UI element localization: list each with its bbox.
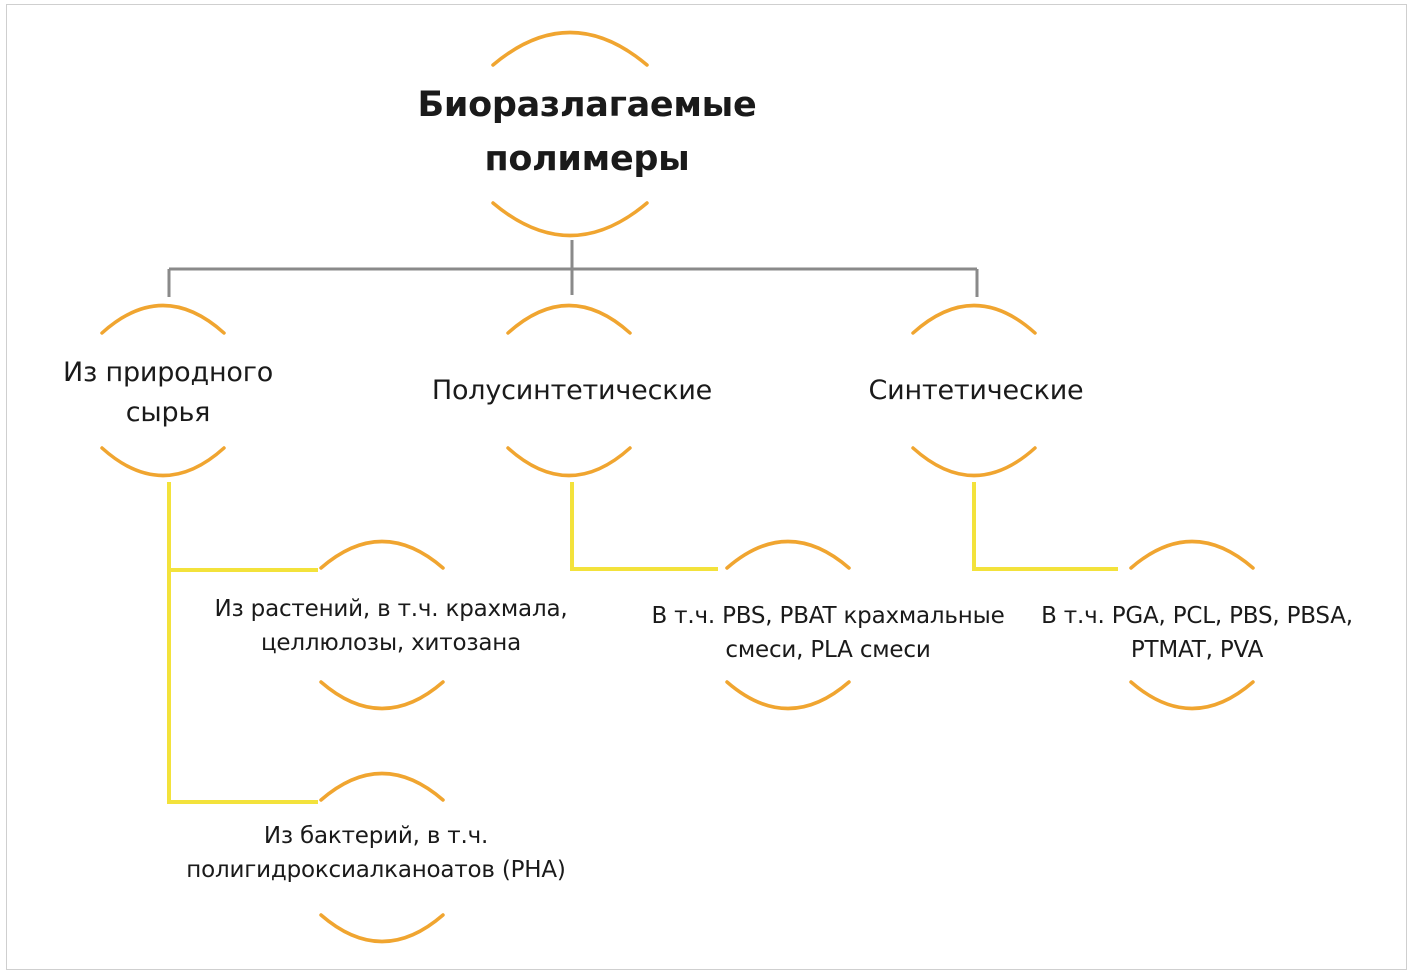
category-semisynthetic-line1: Полусинтетические [431,375,713,406]
leaf-bacteria-line2: полигидроксиалканоатов (PHA) [186,857,566,883]
bacteria-arc-bottom [319,913,445,944]
leaf-semisynthetic-line2: смеси, PLA смеси [725,637,931,663]
root-title-line1: Биоразлагаемые [417,85,757,125]
leaf-semisynthetic-line1: В т.ч. PBS, PBAT крахмальные [651,603,1005,629]
root-connectors [167,240,979,297]
leaf-synthetic-line1: В т.ч. PGA, PCL, PBS, PBSA, [1041,603,1353,629]
root-arc-bottom [491,201,649,238]
root-node-label: Биоразлагаемые полимеры [387,78,787,186]
leaf-bacteria-line1: Из бактерий, в т.ч. [263,823,489,849]
synthetic-leaf-arc-top [1129,539,1255,570]
leaf-synthetic-line2: PTMAT, PVA [1130,637,1264,663]
natural-arc-bottom [100,446,226,478]
connector-semi [570,482,718,571]
category-natural-label: Из природного сырья [18,353,318,433]
semi-leaf-arc-bottom [725,680,851,711]
leaf-connectors [167,482,1118,804]
leaf-bacteria-label: Из бактерий, в т.ч. полигидроксиалканоат… [166,819,586,887]
connector-synthetic [972,482,1118,571]
bacteria-arc-top [319,771,445,802]
category-synthetic-line1: Синтетические [868,375,1084,406]
node-arcs [100,30,1255,944]
leaf-plants-line2: целлюлозы, хитозана [260,630,522,656]
category-synthetic-label: Синтетические [826,371,1126,411]
leaf-synthetic-label: В т.ч. PGA, PCL, PBS, PBSA, PTMAT, PVA [1012,599,1382,667]
plants-arc-bottom [319,680,445,711]
leaf-plants-label: Из растений, в т.ч. крахмала, целлюлозы,… [191,592,591,660]
root-title-line2: полимеры [484,139,690,179]
plants-arc-top [319,539,445,570]
leaf-semisynthetic-label: В т.ч. PBS, PBAT крахмальные смеси, PLA … [618,599,1038,667]
semi-arc-bottom [506,446,632,478]
semi-leaf-arc-top [725,539,851,570]
root-arc-top [491,30,649,67]
connector-natural [167,482,318,804]
natural-arc-top [100,303,226,335]
synthetic-arc-bottom [911,446,1037,478]
category-natural-line1: Из природного [62,357,274,388]
diagram-frame [6,4,1407,970]
synthetic-arc-top [911,303,1037,335]
category-semisynthetic-label: Полусинтетические [402,371,742,411]
synthetic-leaf-arc-bottom [1129,680,1255,711]
semi-arc-top [506,303,632,335]
leaf-plants-line1: Из растений, в т.ч. крахмала, [214,596,568,622]
category-natural-line2: сырья [125,397,211,428]
